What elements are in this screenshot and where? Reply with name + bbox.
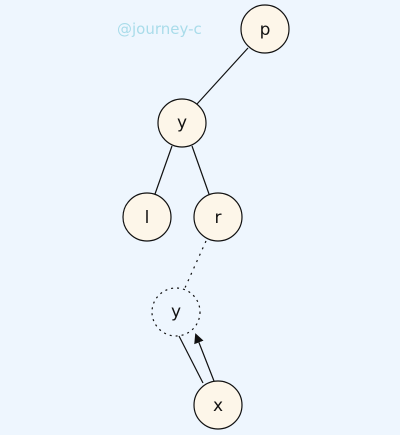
node-x-circle	[193, 380, 243, 430]
edge-p-y	[196, 47, 249, 105]
edge-y-r	[191, 145, 210, 195]
edge-r-y-ghost-dotted	[183, 240, 207, 291]
node-y: y	[157, 98, 207, 148]
node-x-label: x	[213, 396, 223, 416]
node-l-label: l	[145, 208, 150, 228]
node-l: l	[122, 192, 172, 242]
edge-x-to-y-ghost-arrow	[194, 333, 215, 382]
node-l-circle	[122, 192, 172, 242]
edge-y-l	[154, 145, 173, 195]
node-r-circle	[193, 192, 243, 242]
node-y-ghost-label: y	[171, 302, 181, 322]
node-r-label: r	[215, 208, 222, 228]
node-p-label: p	[260, 20, 271, 40]
watermark-text: @journey-c	[117, 20, 202, 38]
node-p: p	[240, 4, 290, 54]
node-y-circle	[157, 98, 207, 148]
node-r: r	[193, 192, 243, 242]
node-y-ghost: y	[151, 287, 201, 337]
node-x: x	[193, 380, 243, 430]
node-y-ghost-circle	[151, 287, 201, 337]
node-p-circle	[240, 4, 290, 54]
node-y-label: y	[177, 113, 187, 133]
edge-x-to-y-ghost	[178, 335, 204, 384]
